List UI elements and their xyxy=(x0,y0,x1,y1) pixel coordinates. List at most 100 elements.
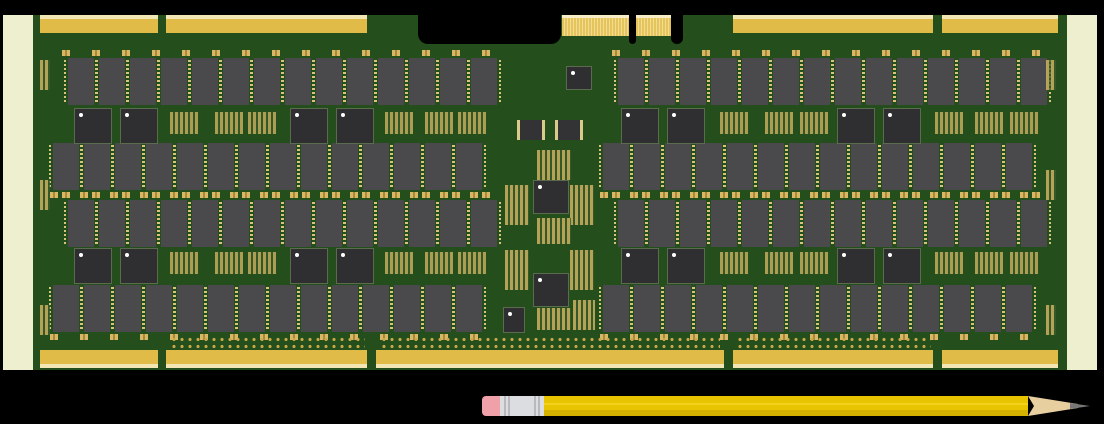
dram-chip xyxy=(738,200,772,247)
dram-chip xyxy=(878,285,912,332)
edge-passives xyxy=(40,60,50,90)
dram-chip xyxy=(893,58,927,105)
dram-chip xyxy=(328,285,362,332)
dram-chip xyxy=(390,285,424,332)
passive-cluster xyxy=(720,252,748,274)
center-ic xyxy=(533,180,569,214)
dram-chip xyxy=(297,285,331,332)
dram-chip xyxy=(281,58,315,105)
passive-cluster xyxy=(385,112,413,134)
pin1-marker xyxy=(508,312,512,316)
pin1-marker xyxy=(341,113,345,117)
dram-chip xyxy=(847,143,881,190)
dram-chip xyxy=(862,200,896,247)
dram-chip xyxy=(645,58,679,105)
pin1-marker xyxy=(672,253,676,257)
dram-chip xyxy=(676,58,710,105)
dram-chip xyxy=(64,58,98,105)
gold-contact xyxy=(40,15,158,33)
dram-chip xyxy=(909,143,943,190)
dram-chip xyxy=(909,285,943,332)
controller-chip xyxy=(667,108,705,144)
controller-chip xyxy=(837,108,875,144)
resistor-pads xyxy=(612,192,1052,198)
small-ic xyxy=(517,120,545,140)
dram-chip xyxy=(80,143,114,190)
dram-chip xyxy=(754,285,788,332)
controller-chip xyxy=(621,108,659,144)
dram-chip xyxy=(940,143,974,190)
dram-chip xyxy=(204,285,238,332)
dram-chip xyxy=(250,58,284,105)
dram-chip xyxy=(971,285,1005,332)
dram-chip xyxy=(847,285,881,332)
dram-chip xyxy=(816,143,850,190)
pencil-graphite xyxy=(1070,403,1090,409)
controller-chip xyxy=(667,248,705,284)
dram-chip xyxy=(707,200,741,247)
dram-chip xyxy=(599,285,633,332)
pin1-marker xyxy=(888,253,892,257)
passive-cluster xyxy=(537,218,571,244)
dram-chip xyxy=(405,58,439,105)
dram-chip xyxy=(64,200,98,247)
via-row-left xyxy=(170,336,365,350)
eraser xyxy=(482,396,504,416)
pin1-marker xyxy=(672,113,676,117)
passive-cluster xyxy=(215,252,243,274)
dram-chip xyxy=(924,58,958,105)
dram-chip xyxy=(1002,143,1036,190)
dram-chip xyxy=(452,285,486,332)
passive-cluster xyxy=(935,252,963,274)
dram-chip xyxy=(661,143,695,190)
pin1-marker xyxy=(626,113,630,117)
dram-chip xyxy=(421,285,455,332)
passive-cluster xyxy=(505,185,529,225)
controller-chip xyxy=(883,108,921,144)
passive-cluster xyxy=(458,112,486,134)
passive-cluster xyxy=(570,185,594,225)
dram-chip xyxy=(359,143,393,190)
dram-chip xyxy=(924,200,958,247)
dram-chip xyxy=(878,143,912,190)
edge-passives xyxy=(1046,60,1056,90)
center-ic xyxy=(533,273,569,307)
passive-cluster xyxy=(975,252,1003,274)
controller-chip xyxy=(74,248,112,284)
passive-cluster xyxy=(720,112,748,134)
dram-chip xyxy=(157,200,191,247)
dram-chip xyxy=(723,143,757,190)
key-notch xyxy=(418,15,561,44)
dram-chip xyxy=(676,200,710,247)
dram-chip xyxy=(405,200,439,247)
dram-chip xyxy=(359,285,393,332)
gold-contact xyxy=(376,350,724,368)
dram-chip xyxy=(126,58,160,105)
passive-cluster xyxy=(573,300,595,330)
passive-cluster xyxy=(425,112,453,134)
passive-cluster xyxy=(537,150,571,180)
dram-chip xyxy=(831,200,865,247)
pin1-marker xyxy=(842,113,846,117)
dram-chip xyxy=(312,200,346,247)
dram-chip xyxy=(111,285,145,332)
dram-chip xyxy=(785,285,819,332)
dram-chip xyxy=(816,285,850,332)
pencil-wood-tip xyxy=(1028,396,1078,416)
via-row-center xyxy=(380,336,720,350)
pin1-marker xyxy=(538,278,542,282)
dram-chip xyxy=(235,285,269,332)
resistor-pads xyxy=(62,50,502,56)
controller-chip xyxy=(883,248,921,284)
dram-chip xyxy=(250,200,284,247)
edge-fingers-b xyxy=(636,15,672,36)
dram-chip xyxy=(421,143,455,190)
gold-contact xyxy=(733,15,933,33)
dram-chip xyxy=(630,285,664,332)
dram-chip xyxy=(80,285,114,332)
controller-chip xyxy=(290,248,328,284)
passive-cluster xyxy=(800,112,828,134)
edge-passives xyxy=(40,180,50,210)
dram-chip xyxy=(173,143,207,190)
dram-chip xyxy=(893,200,927,247)
